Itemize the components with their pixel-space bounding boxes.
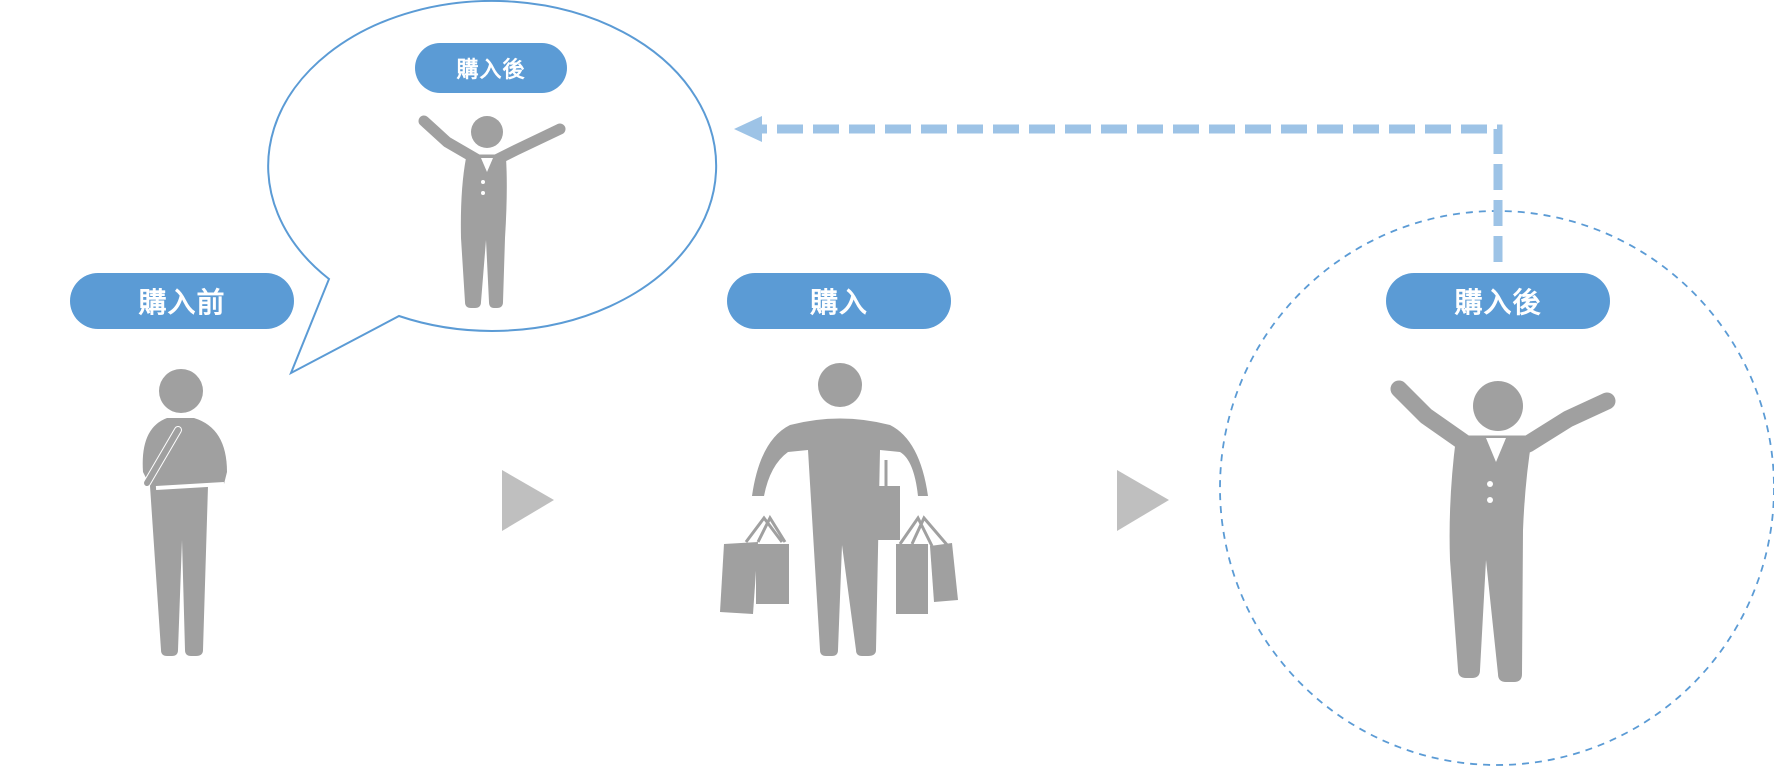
- bubble-label-after-purchase: 購入後: [415, 43, 567, 93]
- cheering-person-small-icon: [418, 115, 566, 308]
- feedback-arrow: [734, 116, 1503, 262]
- shopping-bags-right-icon: [878, 460, 958, 614]
- shopping-bags-left-icon: [720, 514, 789, 614]
- stage-label-purchase: 購入: [727, 273, 951, 329]
- stage-label-before-purchase: 購入前: [70, 273, 294, 329]
- step-arrow-1-icon: [502, 470, 554, 531]
- cheering-person-large-icon: [1390, 380, 1616, 682]
- thinking-person-icon: [142, 369, 227, 656]
- step-arrow-2-icon: [1117, 470, 1169, 531]
- stage-label-after-purchase: 購入後: [1386, 273, 1610, 329]
- feedback-arrowhead-icon: [734, 116, 762, 142]
- shopper-person-icon: [720, 363, 958, 656]
